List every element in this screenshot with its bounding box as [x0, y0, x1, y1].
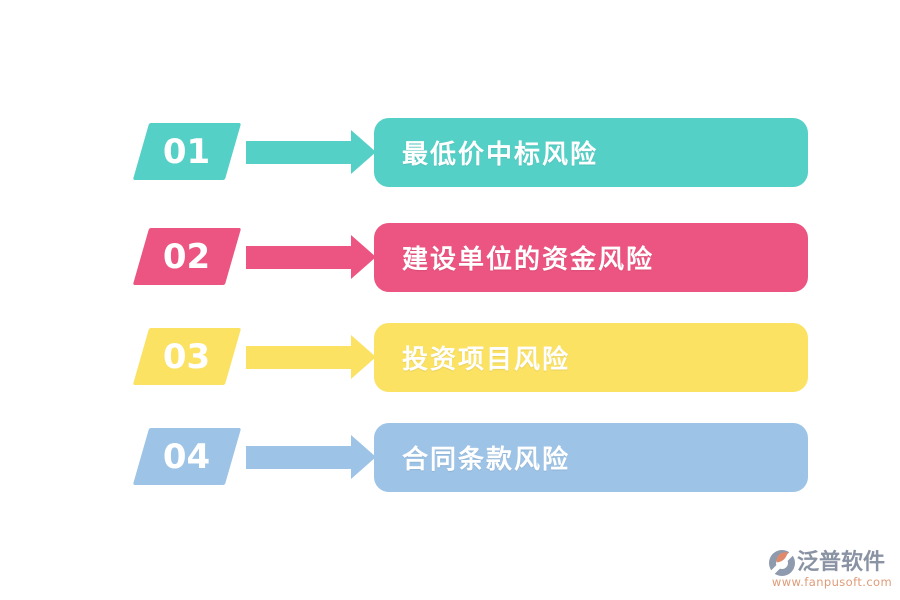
fanpu-logo-icon [768, 549, 796, 577]
risk-label-pill: 建设单位的资金风险 [374, 223, 808, 292]
arrow-head-icon [351, 130, 376, 174]
brand-url: www.fanpusoft.com [771, 575, 893, 589]
step-number: 01 [163, 131, 211, 172]
risk-label-pill: 最低价中标风险 [374, 118, 808, 187]
risk-label: 最低价中标风险 [402, 140, 599, 170]
risk-item-row-3: 03 投资项目风险 [0, 323, 900, 392]
brand-line: 泛普软件 [768, 549, 896, 577]
step-number-badge: 03 [132, 328, 242, 385]
arrow-head-icon [351, 435, 376, 479]
arrow-shaft-icon [246, 141, 352, 164]
risk-item-row-4: 04 合同条款风险 [0, 423, 900, 492]
risk-label: 投资项目风险 [402, 345, 571, 375]
step-number-badge: 01 [132, 123, 242, 180]
risk-label: 合同条款风险 [402, 445, 571, 475]
brand-footer: 泛普软件 www.fanpusoft.com [768, 549, 896, 589]
step-number-badge: 02 [132, 228, 242, 285]
arrow-shaft-icon [246, 446, 352, 469]
risk-item-row-1: 01 最低价中标风险 [0, 118, 900, 187]
arrow-shaft-icon [246, 346, 352, 369]
arrow-shaft-icon [246, 246, 352, 269]
step-number: 02 [163, 236, 211, 277]
risk-item-row-2: 02 建设单位的资金风险 [0, 223, 900, 292]
risk-label-pill: 合同条款风险 [374, 423, 808, 492]
step-number: 04 [163, 436, 211, 477]
risk-label-pill: 投资项目风险 [374, 323, 808, 392]
step-number: 03 [163, 336, 211, 377]
arrow-head-icon [351, 235, 376, 279]
arrow-head-icon [351, 335, 376, 379]
step-number-badge: 04 [132, 428, 242, 485]
brand-name: 泛普软件 [797, 549, 886, 575]
risk-label: 建设单位的资金风险 [402, 245, 655, 275]
